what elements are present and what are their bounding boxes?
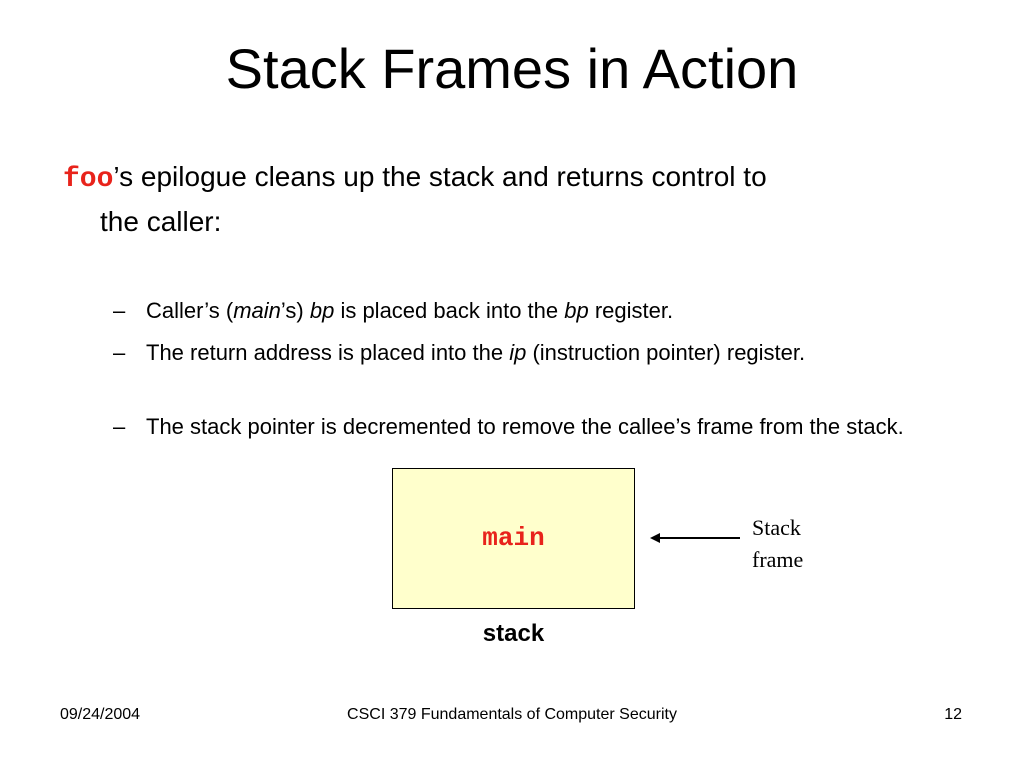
footer-course: CSCI 379 Fundamentals of Computer Securi… — [347, 706, 677, 723]
text-segment: register. — [588, 298, 674, 323]
text-segment: ’s) — [280, 298, 310, 323]
footer-page-number: 12 — [944, 706, 962, 723]
sub-bullet-3-text: The stack pointer is decremented to remo… — [146, 411, 946, 443]
italic-bp: bp — [564, 298, 589, 323]
stack-frame-box: main — [392, 468, 635, 609]
footer-date: 09/24/2004 — [60, 706, 141, 723]
code-word-foo: foo — [63, 164, 114, 195]
text-segment: Caller’s ( — [146, 298, 234, 323]
stack-caption: stack — [482, 620, 545, 647]
text-segment: (instruction pointer) register. — [526, 340, 806, 365]
bullet-dash: – — [113, 298, 126, 323]
bullet-dash: – — [113, 340, 126, 365]
italic-ip: ip — [509, 340, 527, 365]
main-bullet-text-1: ’s epilogue cleans up the stack and retu… — [113, 161, 767, 192]
sub-bullet-3: – The stack pointer is decremented to re… — [113, 411, 946, 443]
text-segment: The return address is placed into the — [146, 340, 510, 365]
arrow-left-icon — [650, 533, 740, 543]
italic-bp: bp — [309, 298, 335, 323]
sub-bullet-1: – Caller’s (main’s) bp is placed back in… — [113, 295, 946, 327]
main-bullet: foo’s epilogue cleans up the stack and r… — [63, 156, 943, 243]
text-segment: The stack pointer is decremented to remo… — [146, 414, 904, 439]
stack-frame-label: main — [482, 523, 545, 553]
sub-bullet-2-text: The return address is placed into the ip… — [146, 337, 946, 369]
bullet-dash: – — [113, 414, 126, 439]
stack-frame-caption: Stack frame — [752, 515, 804, 572]
sub-bullet-2: – The return address is placed into the … — [113, 337, 946, 369]
main-bullet-text-2: the caller: — [100, 206, 222, 237]
text-segment: is placed back into the — [334, 298, 565, 323]
sub-bullet-1-text: Caller’s (main’s) bp is placed back into… — [146, 295, 946, 327]
slide-title: Stack Frames in Action — [225, 37, 799, 100]
italic-main: main — [233, 298, 281, 323]
